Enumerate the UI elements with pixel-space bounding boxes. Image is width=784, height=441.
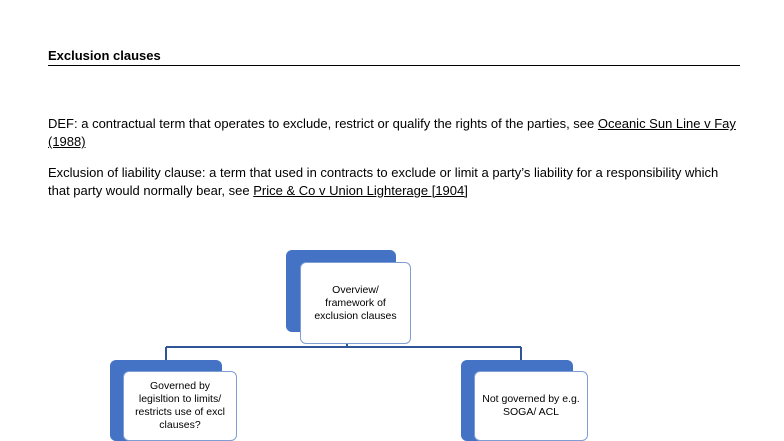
exclusion-liability-paragraph: Exclusion of liability clause: a term th…	[48, 164, 738, 200]
exclusion-liability-text: Exclusion of liability clause: a term th…	[48, 165, 719, 198]
child-node-not-governed-label: Not governed by e.g. SOGA/ ACL	[474, 371, 588, 441]
case-ref-price[interactable]: Price & Co v Union Lighterage [1904]	[253, 183, 468, 198]
definition-text: DEF: a contractual term that operates to…	[48, 116, 598, 131]
definition-paragraph: DEF: a contractual term that operates to…	[48, 115, 738, 151]
document-heading: Exclusion clauses	[48, 47, 740, 66]
child-node-governed-label: Governed by legisltion to limits/ restri…	[123, 371, 237, 441]
case-ref-oceanic[interactable]: Oceanic Sun Line v Fay (1988)	[48, 116, 736, 149]
root-node-label: Overview/ framework of exclusion clauses	[300, 262, 411, 344]
